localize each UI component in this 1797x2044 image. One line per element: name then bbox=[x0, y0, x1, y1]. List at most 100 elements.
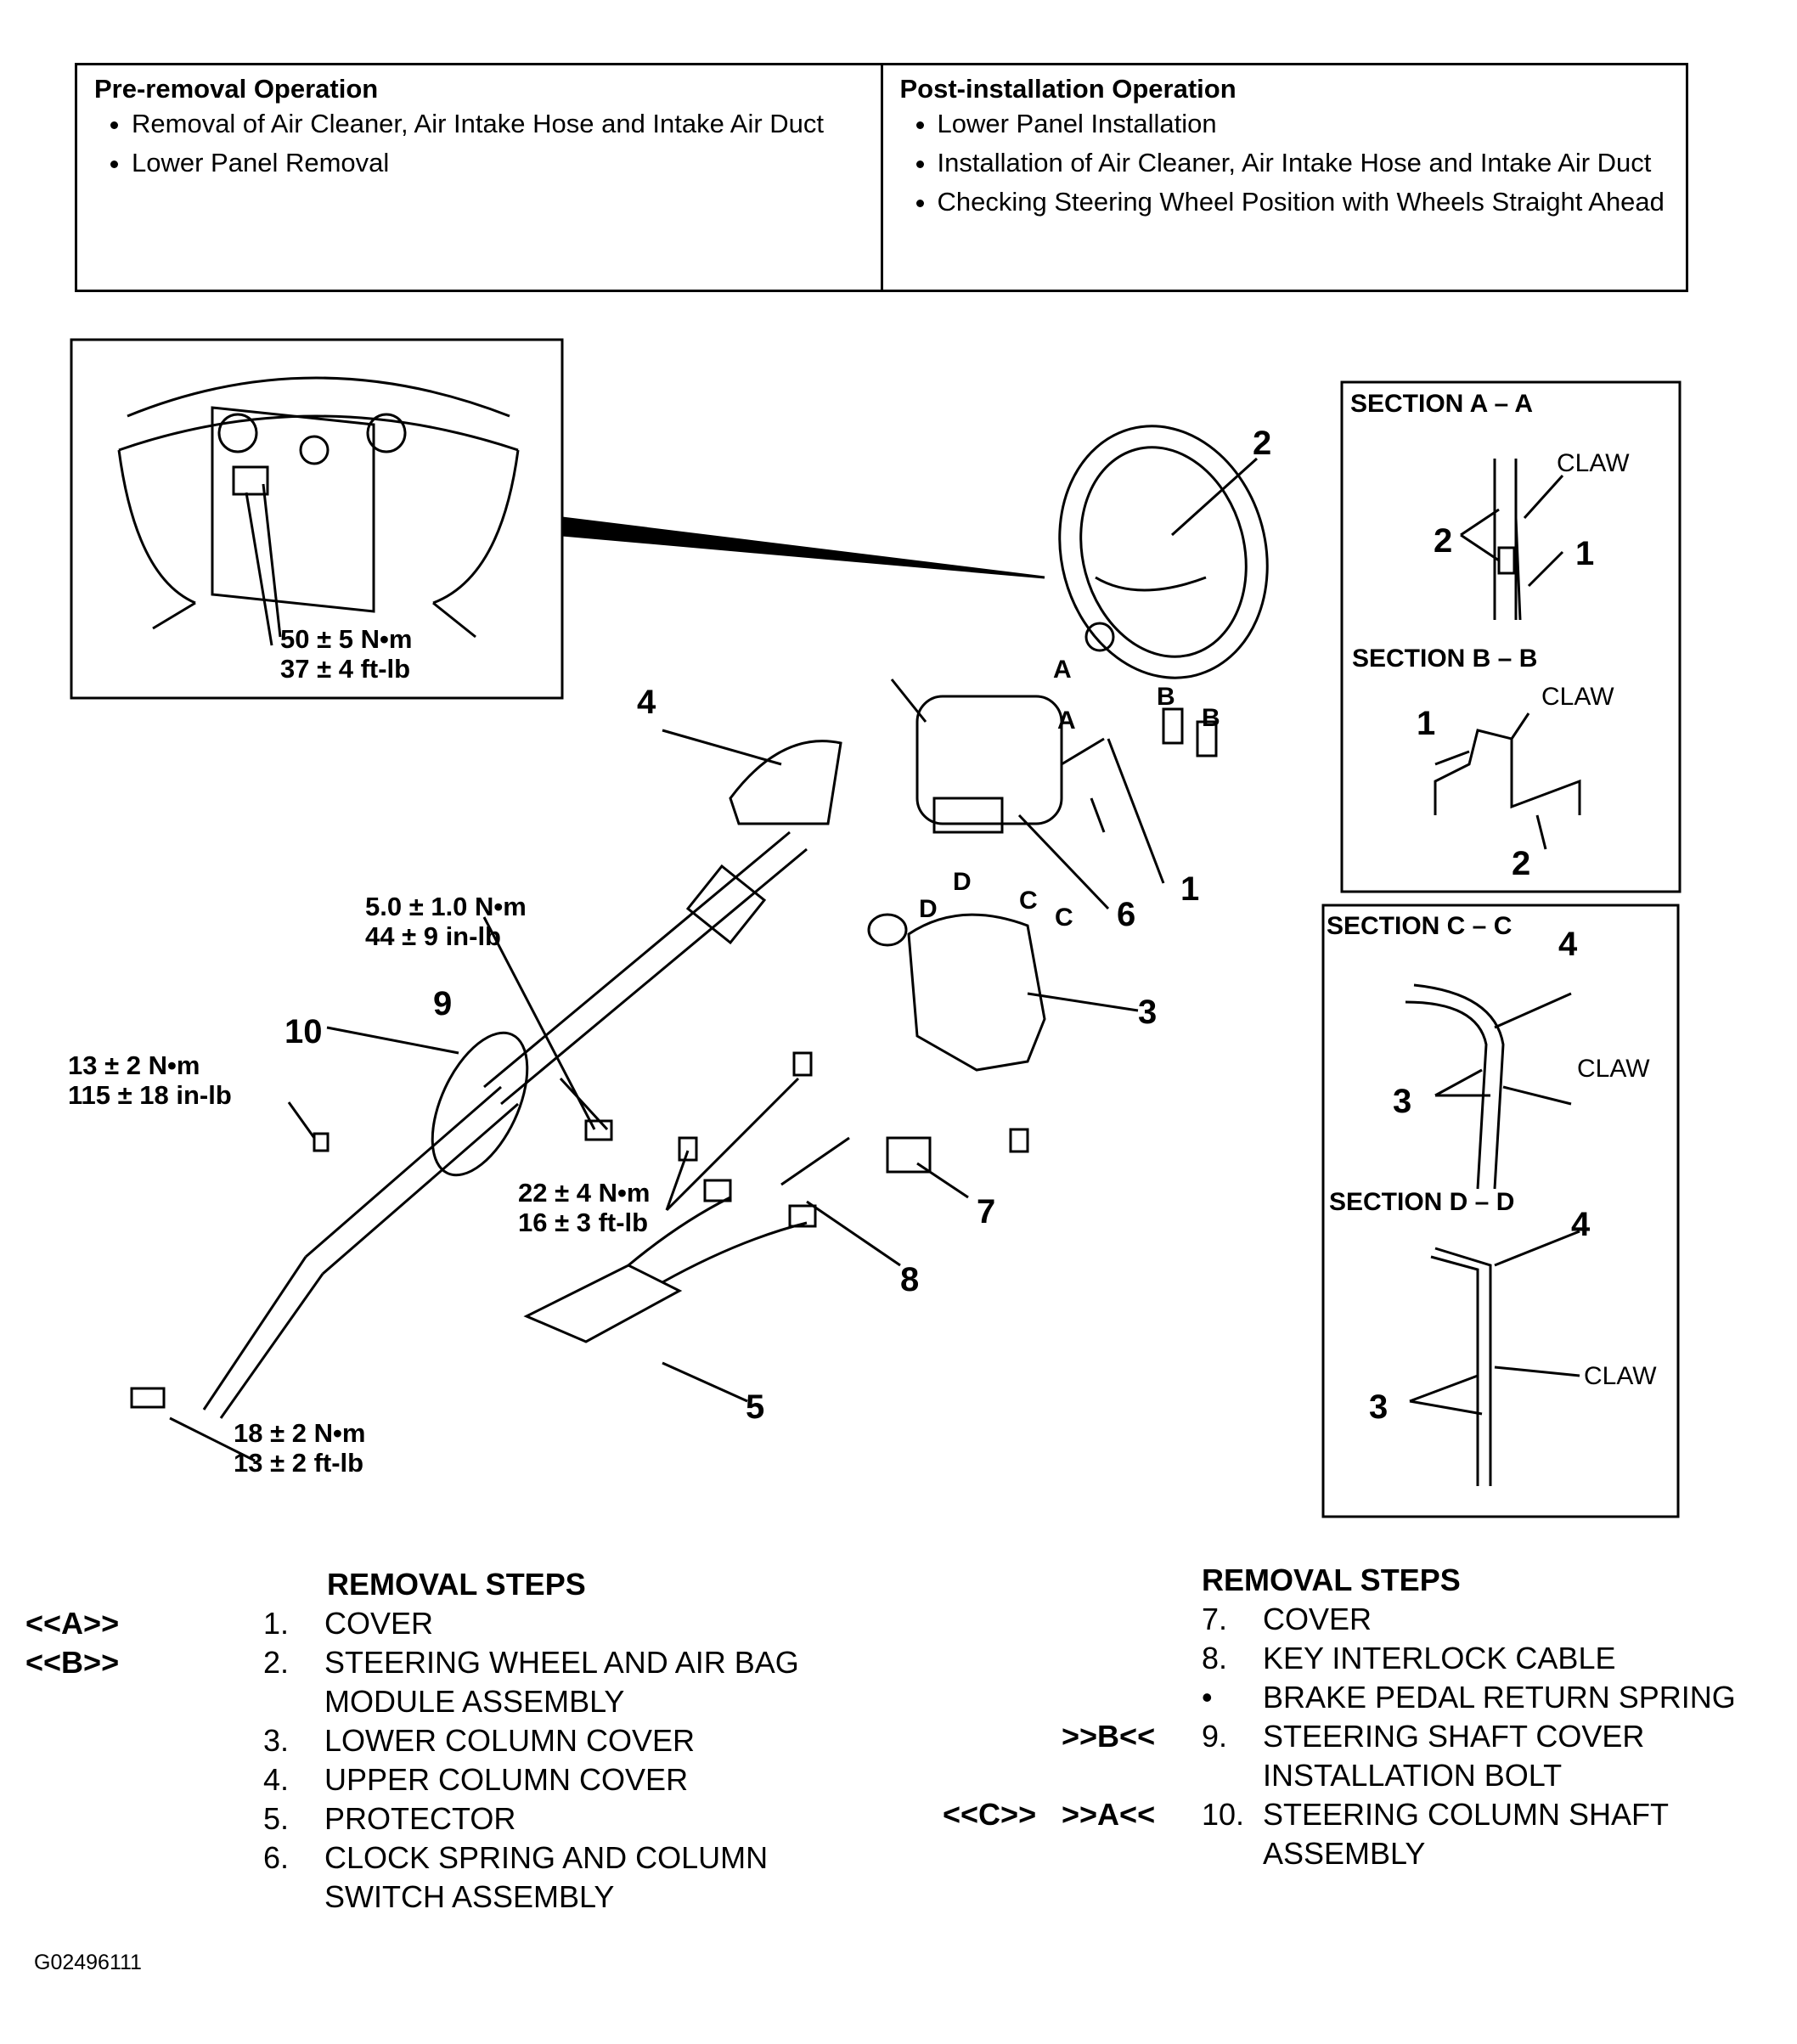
section-dd-callout-4: 4 bbox=[1571, 1206, 1591, 1243]
callout-3: 3 bbox=[1138, 994, 1157, 1031]
step-number: 9. bbox=[1202, 1719, 1228, 1754]
clock-spring-column-switch-illustration bbox=[890, 679, 1218, 834]
section-mark-d: D bbox=[953, 868, 972, 896]
step-tag bbox=[943, 1678, 1062, 1717]
step-tag bbox=[25, 1760, 263, 1799]
step-number: 3. bbox=[263, 1723, 290, 1758]
steering-column-shaft-illustration bbox=[202, 831, 808, 1419]
post-installation-column: Post-installation Operation Lower Panel … bbox=[880, 65, 1687, 290]
callout-5: 5 bbox=[746, 1388, 764, 1426]
step-tag: >>B<< bbox=[1062, 1719, 1156, 1754]
section-cc-callout-4: 4 bbox=[1558, 926, 1578, 963]
step-number bbox=[1202, 1834, 1263, 1873]
step-text: CLOCK SPRING AND COLUMN bbox=[324, 1840, 769, 1875]
section-mark-d: D bbox=[919, 895, 938, 923]
step-tag bbox=[943, 1639, 1062, 1678]
removal-step-row: 5. PROTECTOR bbox=[25, 1799, 799, 1838]
step-number bbox=[1202, 1756, 1263, 1795]
step-number: 5. bbox=[263, 1801, 290, 1836]
removal-step-row: •BRAKE PEDAL RETURN SPRING bbox=[943, 1678, 1736, 1717]
step-text: STEERING COLUMN SHAFT bbox=[1263, 1797, 1670, 1832]
removal-steps-left: REMOVAL STEPS <<A>>1.COVER <<B>>2.STEERI… bbox=[25, 1565, 799, 1917]
protector-harness-illustration bbox=[523, 1179, 817, 1343]
step-tag: <<A>> bbox=[25, 1606, 120, 1641]
callout-8: 8 bbox=[900, 1261, 919, 1298]
section-dd-drawing bbox=[1430, 1247, 1492, 1486]
removal-step-row: ASSEMBLY bbox=[943, 1834, 1736, 1873]
pre-removal-title: Pre-removal Operation bbox=[94, 74, 379, 104]
torque-label-metric: 13 ± 2 N•m bbox=[68, 1050, 200, 1080]
step-text: LOWER COLUMN COVER bbox=[324, 1723, 696, 1758]
step-text: ASSEMBLY bbox=[1263, 1836, 1426, 1871]
section-dd-title: SECTION D – D bbox=[1329, 1188, 1514, 1216]
step-tag: <<C>> bbox=[943, 1797, 1037, 1832]
section-cc-claw-label: CLAW bbox=[1577, 1055, 1650, 1083]
removal-step-row: 7.COVER bbox=[943, 1600, 1736, 1639]
key-interlock-cable-illustration bbox=[780, 1136, 850, 1186]
step-text: COVER bbox=[1263, 1602, 1372, 1636]
step-text: PROTECTOR bbox=[324, 1801, 516, 1836]
pre-removal-list: Removal of Air Cleaner, Air Intake Hose … bbox=[94, 110, 864, 177]
step-text: INSTALLATION BOLT bbox=[1263, 1758, 1563, 1793]
section-bb-title: SECTION B – B bbox=[1352, 645, 1537, 673]
removal-step-row: 8. KEY INTERLOCK CABLE bbox=[943, 1639, 1736, 1678]
callout-9: 9 bbox=[433, 985, 452, 1022]
callout-1: 1 bbox=[1180, 870, 1199, 908]
step-number bbox=[263, 1878, 324, 1917]
column-bolt bbox=[792, 1051, 813, 1077]
step-tag bbox=[1062, 1678, 1202, 1717]
step-number: 10. bbox=[1202, 1797, 1245, 1832]
callout-4: 4 bbox=[637, 684, 656, 721]
steering-column-exploded-diagram: 50 ± 5 N•m 37 ± 4 ft-lb 5.0 ± 1.0 N•m 44… bbox=[68, 338, 1682, 1518]
section-dd-claw-label: CLAW bbox=[1584, 1362, 1657, 1390]
inset-pointer bbox=[561, 516, 1045, 579]
step-tag bbox=[25, 1878, 263, 1917]
step-tag bbox=[1062, 1600, 1202, 1639]
step-tag bbox=[25, 1682, 263, 1721]
step-tag bbox=[943, 1717, 1062, 1756]
section-cc-drawing bbox=[1405, 983, 1505, 1190]
step-number: 6. bbox=[263, 1840, 290, 1875]
post-installation-list: Lower Panel Installation Installation of… bbox=[900, 110, 1670, 217]
lower-column-cover-illustration bbox=[907, 913, 1046, 1072]
pre-removal-item: Removal of Air Cleaner, Air Intake Hose … bbox=[132, 110, 864, 138]
section-mark-a: A bbox=[1057, 707, 1076, 735]
section-aa-callout-1: 1 bbox=[1575, 535, 1594, 572]
pre-removal-item: Lower Panel Removal bbox=[132, 149, 864, 177]
section-mark-b: B bbox=[1157, 683, 1175, 711]
removal-steps-header: REMOVAL STEPS bbox=[327, 1567, 586, 1602]
torque-label-metric: 5.0 ± 1.0 N•m bbox=[365, 892, 527, 921]
steering-shaft-cover-bolt bbox=[584, 1119, 613, 1141]
column-bolt bbox=[678, 1136, 698, 1162]
callout-2: 2 bbox=[1253, 425, 1271, 462]
step-number: 1. bbox=[263, 1606, 290, 1641]
step-tag bbox=[1062, 1639, 1202, 1678]
step-tag: <<B>> bbox=[25, 1645, 120, 1680]
steering-wheel-illustration bbox=[1058, 425, 1269, 679]
step-tag bbox=[1062, 1834, 1202, 1873]
figure-code: G02496111 bbox=[34, 1951, 142, 1974]
callout-6: 6 bbox=[1117, 896, 1135, 933]
removal-step-row: <<A>>1.COVER bbox=[25, 1604, 799, 1643]
step-tag bbox=[1062, 1756, 1202, 1795]
step-number: 8. bbox=[1202, 1641, 1228, 1675]
step-tag bbox=[25, 1838, 263, 1878]
step-text: KEY INTERLOCK CABLE bbox=[1263, 1641, 1616, 1675]
callout-7: 7 bbox=[977, 1193, 995, 1230]
inset-torque-metric: 50 ± 5 N•m bbox=[280, 624, 412, 654]
torque-label-metric: 18 ± 2 N•m bbox=[234, 1418, 365, 1448]
cover-7-illustration bbox=[886, 1136, 932, 1174]
removal-step-row: MODULE ASSEMBLY bbox=[25, 1682, 799, 1721]
step-number: 4. bbox=[263, 1762, 290, 1797]
torque-label-metric: 22 ± 4 N•m bbox=[518, 1178, 650, 1208]
step-tag bbox=[25, 1799, 263, 1838]
removal-step-row: >>B<<9.STEERING SHAFT COVER bbox=[943, 1717, 1736, 1756]
step-tag bbox=[25, 1721, 263, 1760]
section-bb-callout-1: 1 bbox=[1417, 705, 1435, 742]
torque-label-imperial: 115 ± 18 in-lb bbox=[68, 1080, 232, 1110]
section-aa-drawing bbox=[1493, 459, 1522, 621]
callout-10: 10 bbox=[284, 1013, 323, 1050]
step-number bbox=[263, 1682, 324, 1721]
section-ab-box bbox=[1340, 380, 1682, 893]
section-bb-claw-label: CLAW bbox=[1541, 683, 1614, 711]
